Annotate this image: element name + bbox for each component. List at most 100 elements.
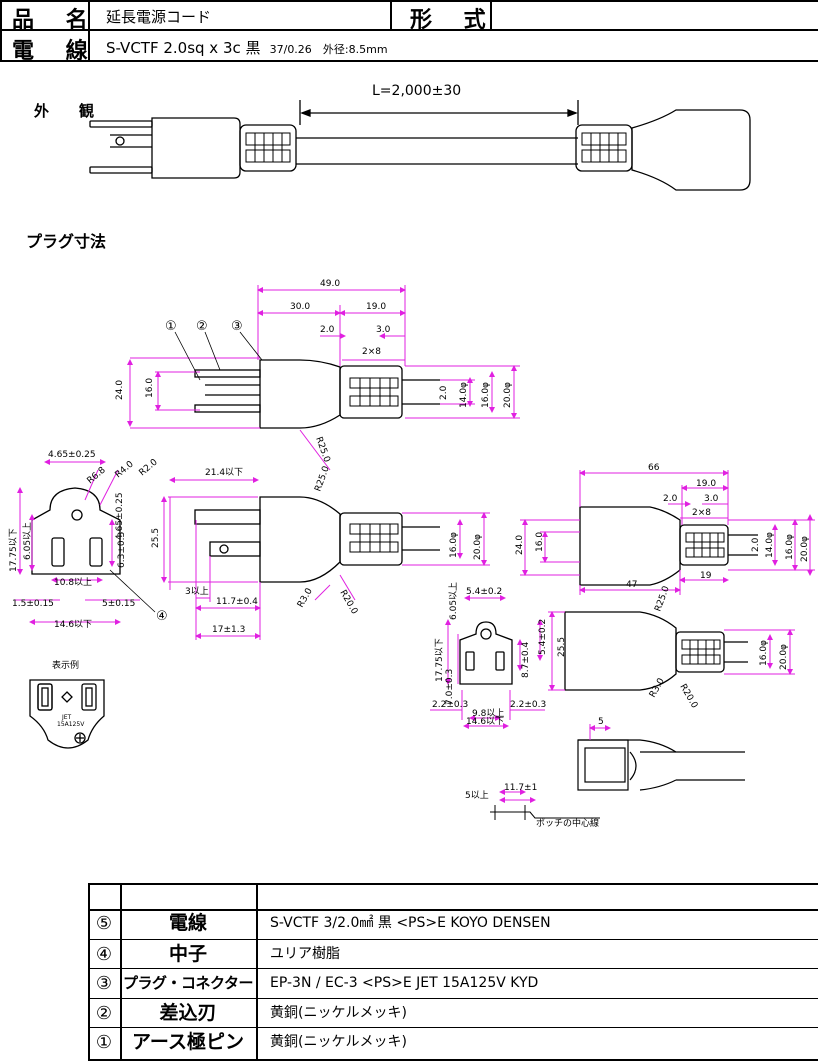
label-example-title: 表示例	[52, 659, 79, 671]
parts-row: ④ 中子 ユリア樹脂	[88, 938, 818, 969]
technical-drawings: 49.0 30.0 19.0 2.0 3.0 2×8 24.0 16.0 2.0…	[9, 279, 815, 829]
face-r68: R6.8	[86, 465, 108, 486]
callout-1: ①	[165, 319, 177, 334]
cface-87: 8.7±0.4	[521, 642, 531, 678]
part-description: 黄銅(ニッケルメッキ)	[270, 1004, 407, 1021]
face-r20: R2.0	[138, 457, 160, 478]
part-description: 黄銅(ニッケルメッキ)	[270, 1034, 407, 1050]
dim-16: 16.0	[145, 378, 155, 398]
xsec-5: 5	[598, 717, 604, 727]
part-description: ユリア樹脂	[270, 945, 340, 962]
face-1775: 17.75以下	[9, 528, 19, 572]
face-108: 10.8以上	[54, 577, 92, 588]
dim-16phi: 16.0φ	[481, 382, 491, 408]
product-label: 品 名	[12, 8, 100, 33]
callout-3: ③	[231, 319, 243, 334]
conn-2: 2.0	[663, 494, 678, 504]
conn-14phi: 14.0φ	[765, 532, 775, 558]
conn-47: 47	[626, 580, 637, 590]
parts-row: ② 差込刃 黄銅(ニッケルメッキ)	[88, 997, 818, 1028]
face-146: 14.6以下	[54, 620, 92, 630]
face-605: 6.05以上	[22, 522, 33, 560]
part-name: 電線	[168, 912, 207, 934]
cface-605: 6.05以上	[448, 582, 459, 620]
label-jet: JET	[61, 714, 72, 721]
side-3min: 3以上	[185, 586, 209, 597]
wire-strand: 37/0.26	[269, 43, 312, 56]
cside-20phi: 20.0φ	[779, 644, 789, 670]
callout-2: ②	[196, 319, 208, 334]
side-20phi: 20.0φ	[473, 534, 483, 560]
conn-19b: 19	[700, 571, 712, 581]
type-label: 形 式	[410, 8, 498, 33]
dim-49: 49.0	[320, 279, 340, 289]
appearance-drawing: L=2,000±30	[89, 83, 751, 191]
part-number: ③	[95, 973, 113, 994]
xsec-notch: ポッチの中心線	[536, 817, 599, 829]
dim-19: 19.0	[366, 302, 386, 312]
xsec-117: 11.7±1	[504, 783, 537, 793]
part-number: ④	[95, 943, 113, 965]
face-465: 4.65±0.25	[48, 450, 96, 460]
part-number: ①	[95, 1032, 113, 1053]
side-r20: R20.0	[337, 589, 359, 617]
wire-label: 電 線	[12, 39, 100, 64]
face-15: 1.5±0.15	[12, 599, 54, 609]
part-description: S-VCTF 3/2.0㎟ 黒 <PS>E KOYO DENSEN	[270, 915, 551, 931]
callout-4: ④	[156, 609, 168, 624]
cface-22a: 2.2±0.3	[432, 700, 468, 710]
appearance-label: 外 観	[34, 102, 95, 120]
part-description: EP-3N / EC-3 <PS>E JET 15A125V KYD	[270, 975, 539, 991]
part-name: アース極ピン	[132, 1031, 244, 1053]
cface-22b: 2.2±0.3	[510, 700, 546, 710]
cside-16phi: 16.0φ	[759, 640, 769, 666]
wire-od: 外径:8.5mm	[322, 43, 388, 56]
face-5: 5±0.15	[102, 599, 135, 609]
side-r25: R25.0	[313, 465, 331, 493]
conn-2v: 2.0	[751, 537, 761, 552]
side-16phi: 16.0φ	[449, 532, 459, 558]
plug-dims-title: プラグ寸法	[26, 232, 107, 251]
side-r3: R3.0	[296, 586, 315, 609]
side-17: 17±1.3	[212, 625, 245, 635]
dim-2: 2.0	[320, 325, 335, 335]
dim-3: 3.0	[376, 325, 391, 335]
cface-98: 9.8以上	[472, 708, 504, 719]
cface-146: 14.6以下	[466, 717, 504, 727]
dim-30: 30.0	[290, 302, 310, 312]
header-table: 品 名 延長電源コード 形 式 電 線 S-VCTF 2.0sq x 3c 黒 …	[0, 0, 818, 64]
cface-54: 5.4±0.2	[466, 587, 502, 597]
side-214: 21.4以下	[205, 468, 243, 478]
conn-24: 24.0	[515, 535, 525, 555]
conn-r25: R25.0	[653, 585, 671, 613]
part-name: 中子	[168, 942, 207, 965]
conn-19: 19.0	[696, 479, 716, 489]
parts-row: ① アース極ピン 黄銅(ニッケルメッキ)	[88, 1027, 818, 1057]
dim-24: 24.0	[115, 380, 125, 400]
part-number: ⑤	[95, 913, 113, 934]
parts-row: ③ プラグ・コネクター EP-3N / EC-3 <PS>E JET 15A125V…	[88, 968, 818, 998]
part-name: 差込刃	[159, 1001, 217, 1024]
part-name: プラグ・コネクター	[123, 974, 253, 992]
conn-20phi: 20.0φ	[800, 536, 810, 562]
cface-54v: 5.4±0.2	[538, 619, 548, 655]
part-number: ②	[95, 1002, 113, 1024]
dim-14phi: 14.0φ	[459, 382, 469, 408]
side-117: 11.7±0.4	[216, 597, 258, 607]
dim-r25: R25.0	[313, 436, 331, 464]
dim-2x8: 2×8	[362, 347, 381, 357]
xsec-5min: 5以上	[465, 790, 489, 801]
face-465v: 4.65±0.25	[115, 492, 125, 540]
conn-2x8: 2×8	[692, 508, 711, 518]
label-rating: 15A125V	[57, 721, 85, 728]
cside-r20: R20.0	[677, 683, 699, 711]
cface-70: 7.0±0.3	[445, 669, 455, 705]
conn-16phi: 16.0φ	[785, 534, 795, 560]
conn-66: 66	[648, 463, 660, 473]
dim-2v: 2.0	[439, 385, 449, 400]
face-r40: R4.0	[114, 459, 136, 480]
cface-1775: 17.75以下	[435, 638, 445, 682]
cside-r3: R3.0	[648, 676, 667, 699]
cside-255: 25.5	[557, 637, 567, 657]
face-63: 6.3±0.3	[117, 532, 127, 568]
